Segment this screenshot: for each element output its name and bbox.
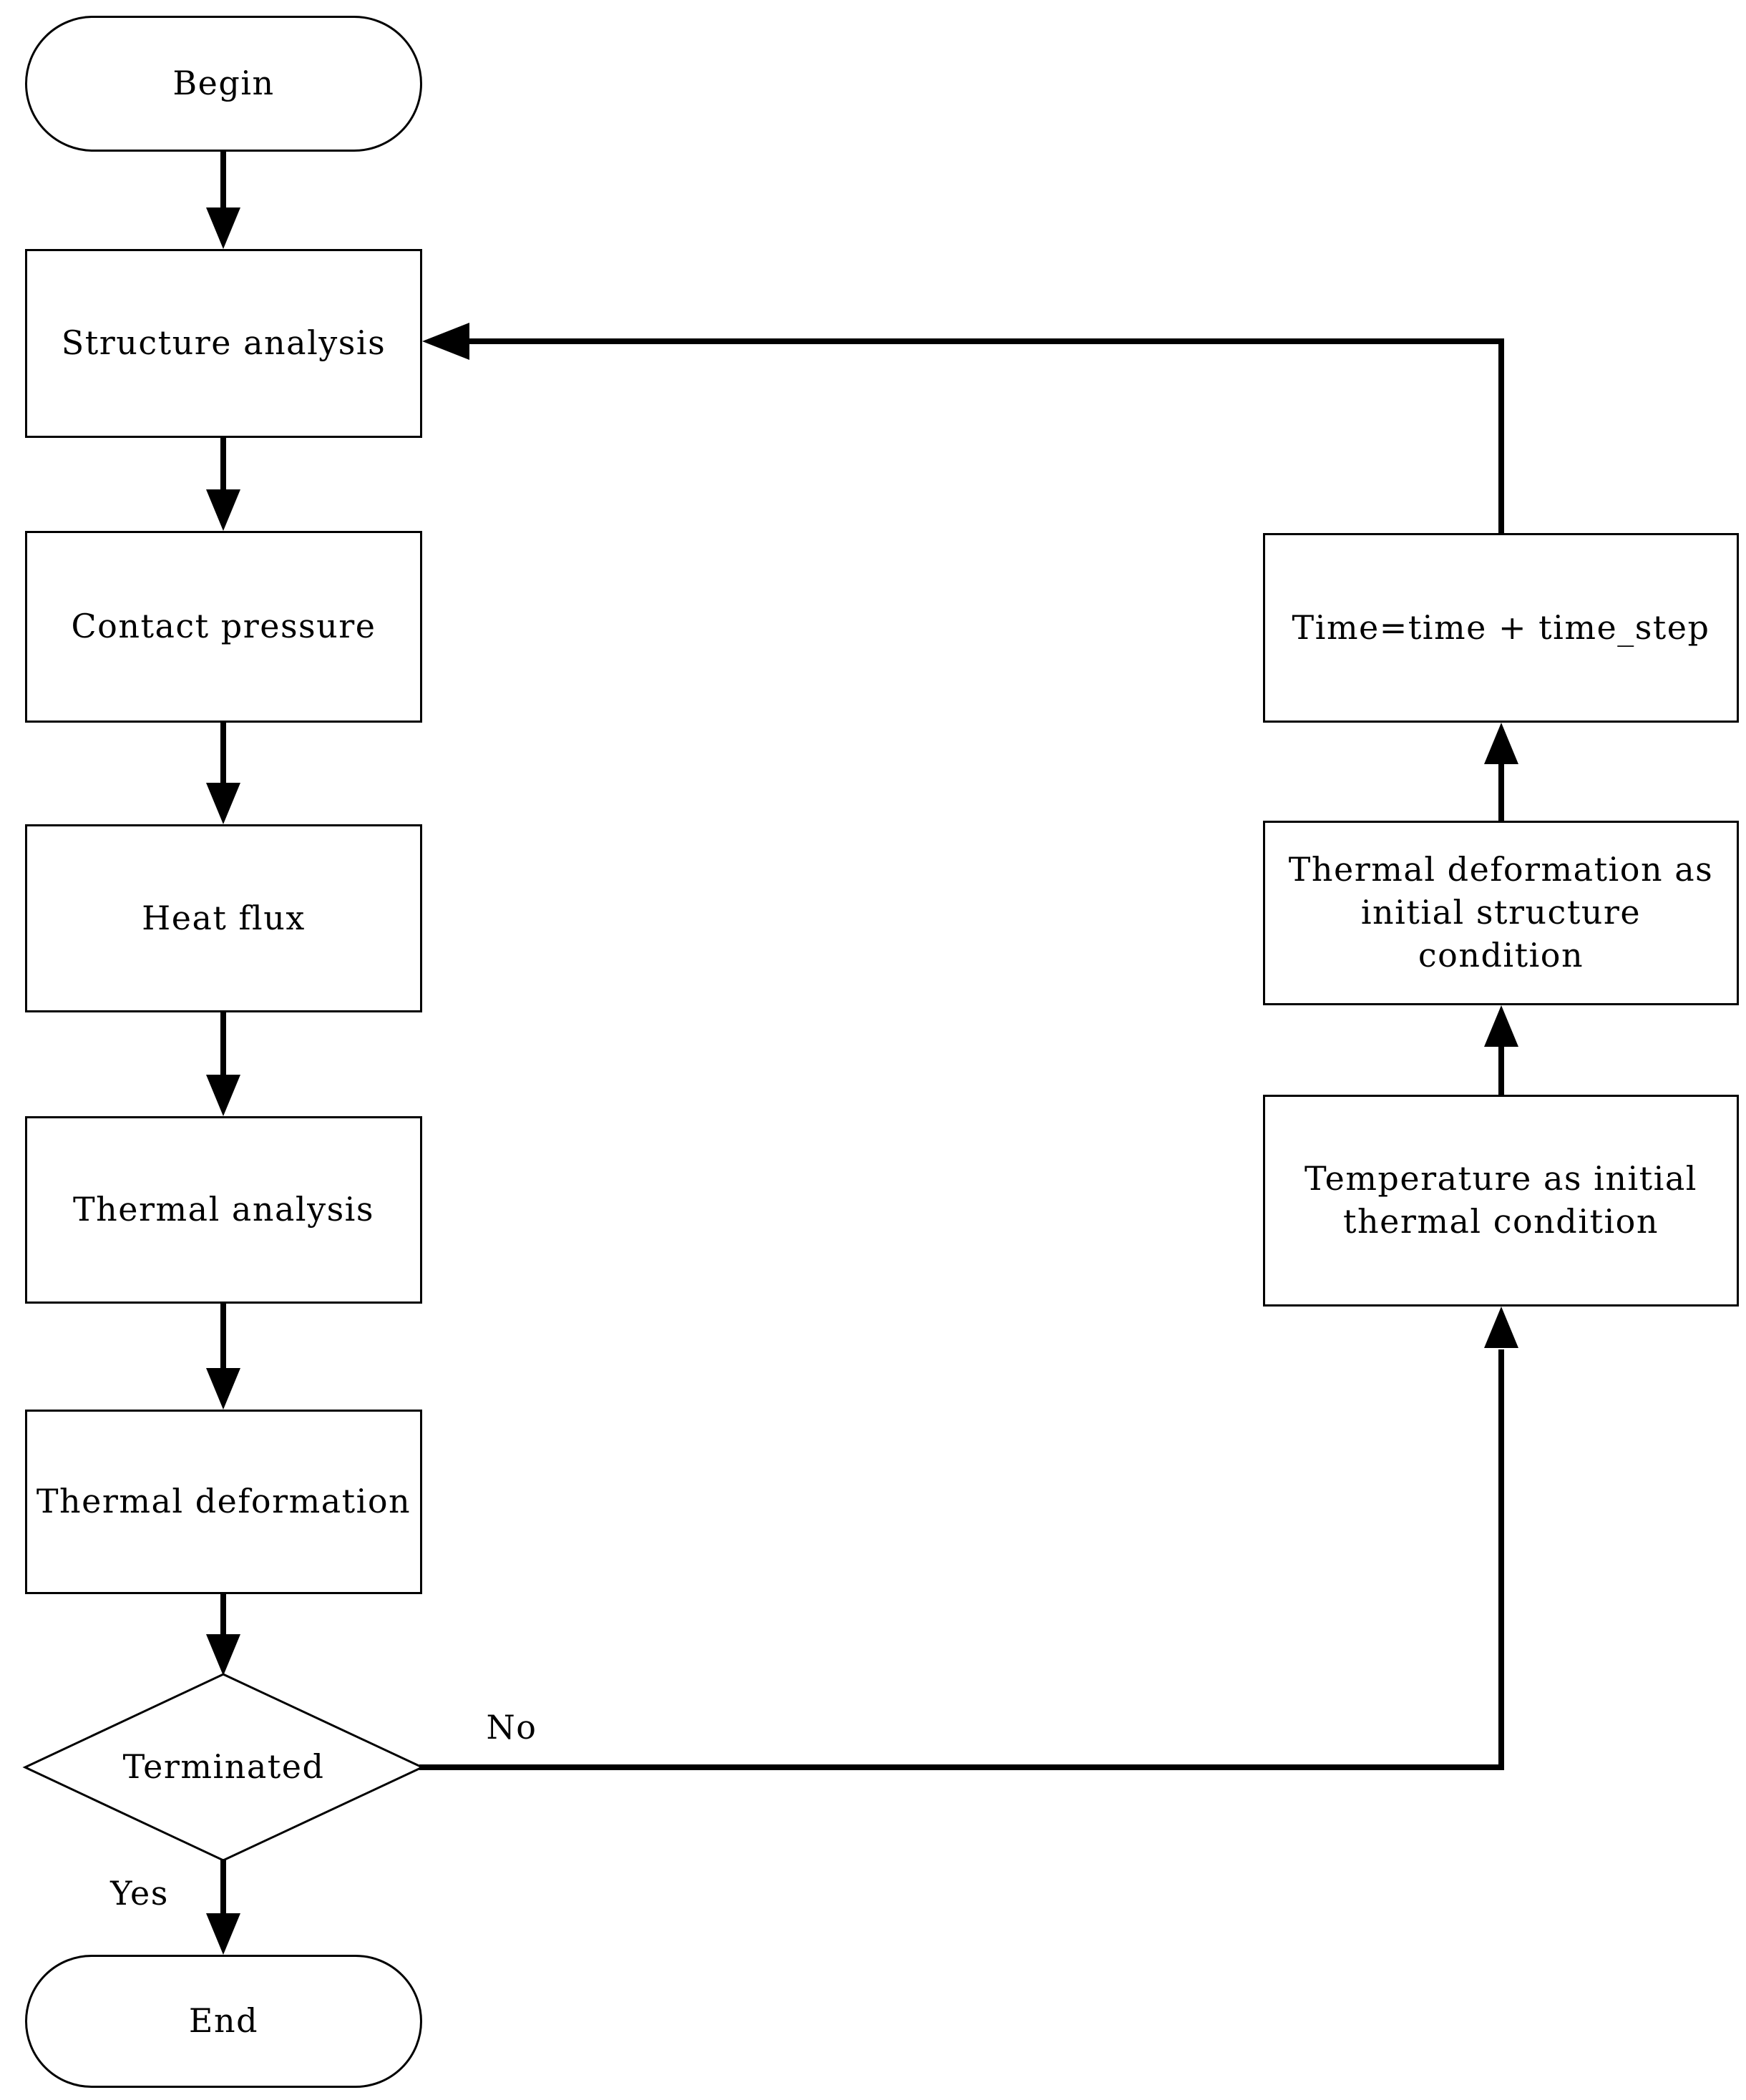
node-time-increment: Time=time + time_step (1263, 533, 1739, 723)
node-structure-analysis: Structure analysis (25, 249, 422, 438)
node-contact-pressure: Contact pressure (25, 531, 422, 723)
node-temperature-initial: Temperature as initial thermal condition (1263, 1095, 1739, 1307)
edge-label-yes: Yes (110, 1874, 169, 1913)
node-end: End (25, 1955, 422, 2088)
node-terminated-label: Terminated (122, 1747, 325, 1787)
edge-thermal-deformation-terminated (206, 1593, 240, 1676)
edge-temperature-initial-thermal-deformation-initial (1484, 1005, 1518, 1096)
node-heat-flux: Heat flux (25, 824, 422, 1012)
edge-begin-structure-analysis (206, 150, 240, 249)
edge-contact-pressure-heat-flux (206, 721, 240, 824)
node-thermal-deformation-initial: Thermal deformation as initial structure… (1263, 821, 1739, 1005)
node-thermal-analysis: Thermal analysis (25, 1116, 422, 1304)
edge-structure-analysis-contact-pressure (206, 436, 240, 531)
edge-terminated-end (206, 1859, 240, 1955)
node-thermal-deformation: Thermal deformation (25, 1410, 422, 1594)
edge-thermal-analysis-thermal-deformation (206, 1302, 240, 1410)
edge-heat-flux-thermal-analysis (206, 1011, 240, 1116)
edge-terminated-temperature-initial (419, 1307, 1518, 1770)
edge-time-increment-structure-analysis (422, 323, 1504, 534)
edge-label-no: No (486, 1708, 537, 1747)
edge-thermal-deformation-initial-time-increment (1484, 723, 1518, 822)
node-begin: Begin (25, 16, 422, 152)
